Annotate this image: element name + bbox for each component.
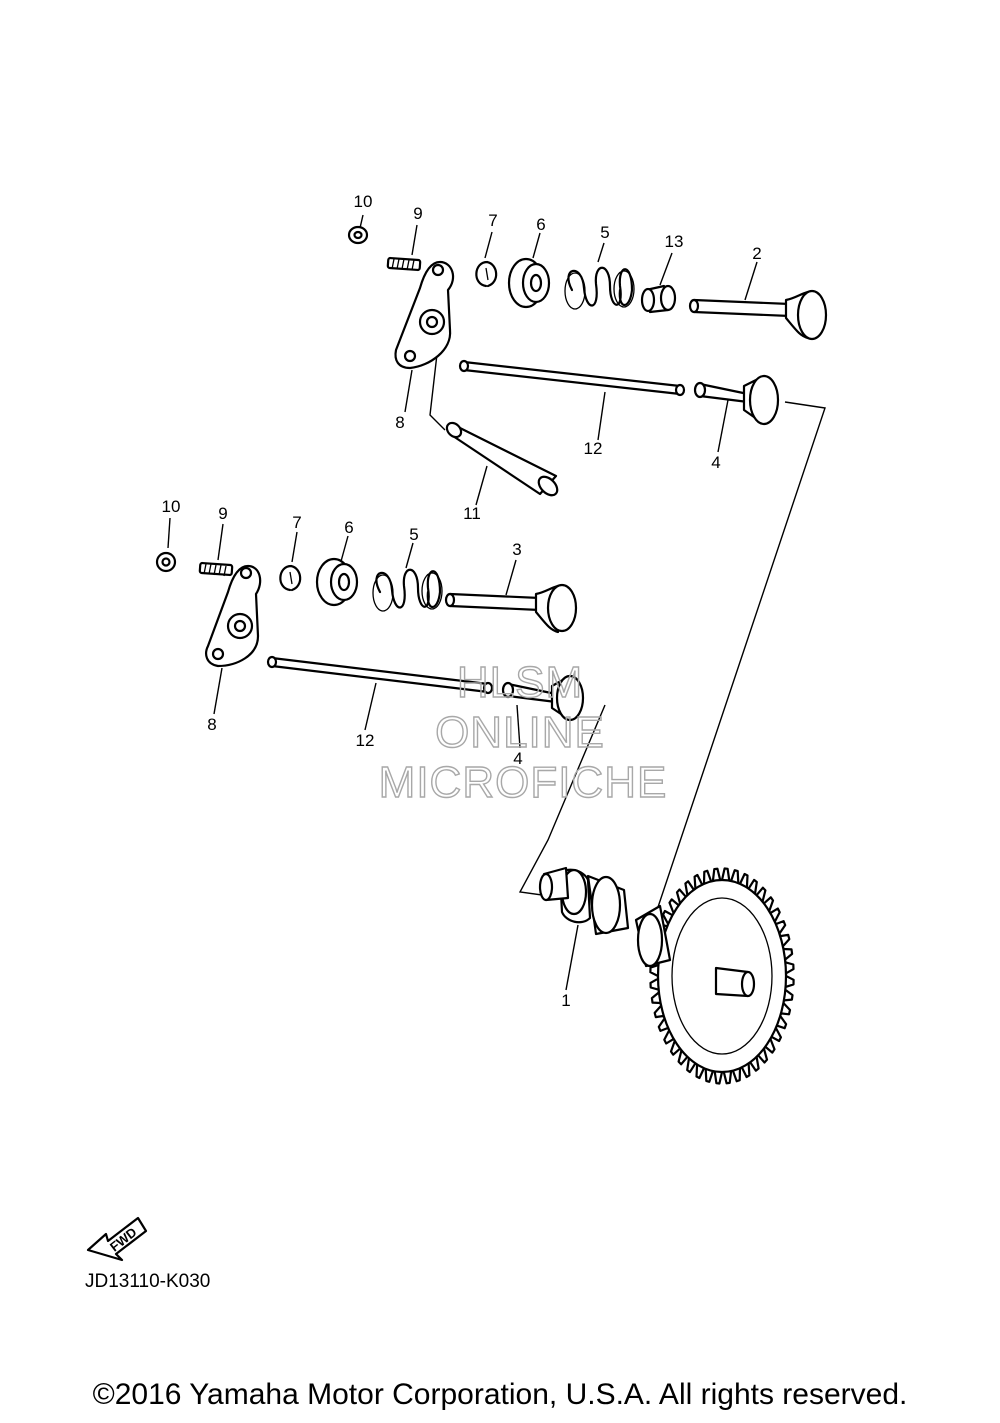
callout-6-upper: 6 [536, 215, 545, 234]
collet-lower [279, 564, 302, 592]
watermark-line-1: HLSM [457, 658, 583, 707]
lower-valve-train [155, 551, 585, 722]
callout-7-lower: 7 [292, 513, 301, 532]
watermark-line-3: MICROFICHE [379, 758, 668, 807]
rocker-arm-lower [205, 564, 262, 668]
valve-spring-upper [564, 266, 635, 310]
callout-2: 2 [752, 244, 761, 263]
callout-4-lower: 4 [513, 749, 522, 768]
callout-8-upper: 8 [395, 413, 404, 432]
callout-12-upper: 12 [584, 439, 603, 458]
callout-10-lower: 10 [162, 497, 181, 516]
callout-9-lower: 9 [218, 504, 227, 523]
spring-retainer-lower [315, 557, 359, 607]
upper-valve-train [347, 225, 828, 497]
valve-spring-lower [372, 568, 443, 612]
collet-upper [475, 260, 498, 288]
fwd-arrow-icon: FWD [86, 1216, 148, 1262]
callout-7-upper: 7 [488, 211, 497, 230]
nut-upper [347, 225, 369, 245]
valve-lifter-upper [693, 374, 780, 426]
callout-6-lower: 6 [344, 518, 353, 537]
watermark: HLSM ONLINE MICROFICHE [378, 657, 668, 807]
stem-seal-upper [640, 284, 677, 314]
push-rod-lower [266, 655, 494, 695]
rocker-arm-upper [394, 260, 455, 370]
callout-8-lower: 8 [207, 715, 216, 734]
callout-5-upper: 5 [600, 223, 609, 242]
callout-3: 3 [512, 540, 521, 559]
rocker-shaft [445, 421, 559, 497]
callout-5-lower: 5 [409, 525, 418, 544]
callout-9-upper: 9 [413, 204, 422, 223]
diagram-code: JD13110-K030 [85, 1271, 211, 1292]
valve-upper [688, 289, 828, 341]
valve-lifter-lower [501, 674, 585, 722]
spring-retainer-upper [507, 257, 551, 309]
callouts: 10 9 7 6 5 13 2 8 12 4 11 10 9 7 6 5 3 8… [162, 192, 762, 1010]
leader-lines [167, 214, 826, 991]
camshaft [538, 866, 795, 1085]
callout-13: 13 [665, 232, 684, 251]
callout-10-upper: 10 [354, 192, 373, 211]
callout-4-upper: 4 [711, 453, 720, 472]
copyright-notice: ©2016 Yamaha Motor Corporation, U.S.A. A… [92, 1378, 908, 1411]
adjuster-screw-upper [386, 256, 422, 272]
nut-lower [155, 551, 177, 573]
callout-11: 11 [463, 504, 481, 523]
watermark-line-2: ONLINE [435, 708, 605, 757]
callout-1: 1 [561, 991, 570, 1010]
push-rod-upper [458, 359, 686, 397]
valve-lower [444, 583, 578, 634]
callout-12-lower: 12 [356, 731, 375, 750]
adjuster-screw-lower [198, 561, 234, 577]
